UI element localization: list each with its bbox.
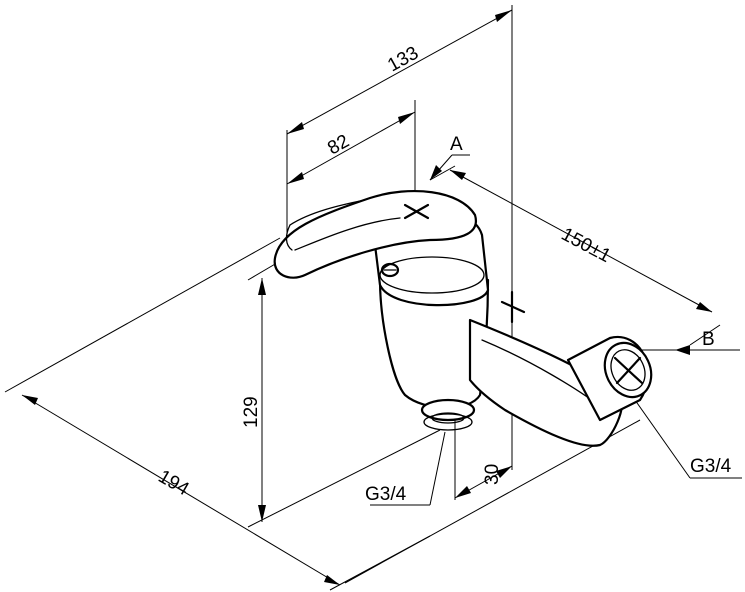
arrow-heads — [22, 10, 712, 585]
dim-194-label: 194 — [155, 466, 193, 500]
dim-82-label: 82 — [324, 131, 353, 160]
faucet-body — [273, 189, 653, 447]
label-b: B — [702, 329, 715, 350]
label-g34-right: G3/4 — [690, 456, 732, 477]
label-g34-left: G3/4 — [365, 484, 407, 505]
dim-133-label: 133 — [384, 43, 422, 77]
dim-30-label: 30 — [482, 464, 503, 485]
dim-150-label: 150±1 — [558, 224, 614, 267]
dimension-lines — [4, 5, 742, 591]
label-a: A — [450, 134, 463, 155]
dim-129-label: 129 — [241, 396, 262, 428]
